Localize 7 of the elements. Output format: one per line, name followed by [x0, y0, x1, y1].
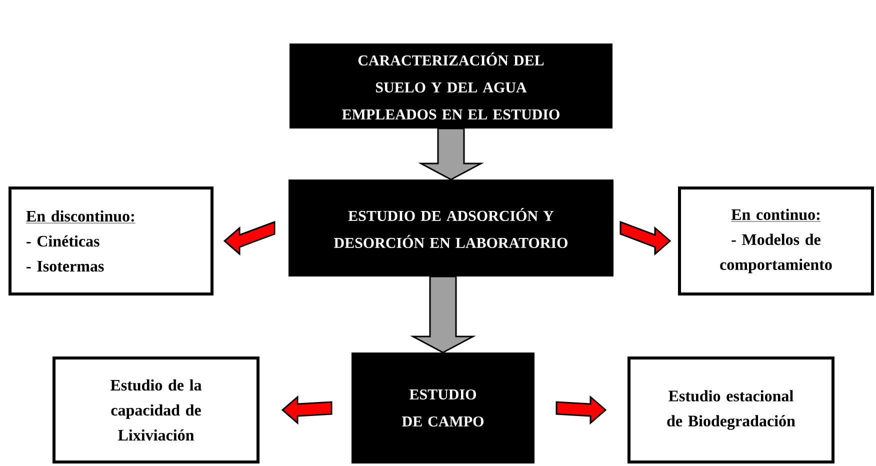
text-box: En continuo: - Modelos de comportamiento — [678, 186, 874, 296]
text-box: Estudio de la capacidad de Lixiviación — [52, 356, 260, 464]
process-box: CARACTERIZACIÓN DEL SUELO Y DEL AGUA EMPLEADOS EN EL ESTUDIO — [290, 44, 612, 128]
text-box: Estudio estacional de Biodegradación — [628, 356, 834, 464]
text-box: En discontinuo: - Cinéticas - Isotermas — [8, 186, 214, 296]
process-box: ESTUDIO DE CAMPO — [352, 352, 534, 464]
process-box: ESTUDIO DE ADSORCIÓN Y DESORCIÓN EN LABORATORIO — [288, 180, 614, 276]
